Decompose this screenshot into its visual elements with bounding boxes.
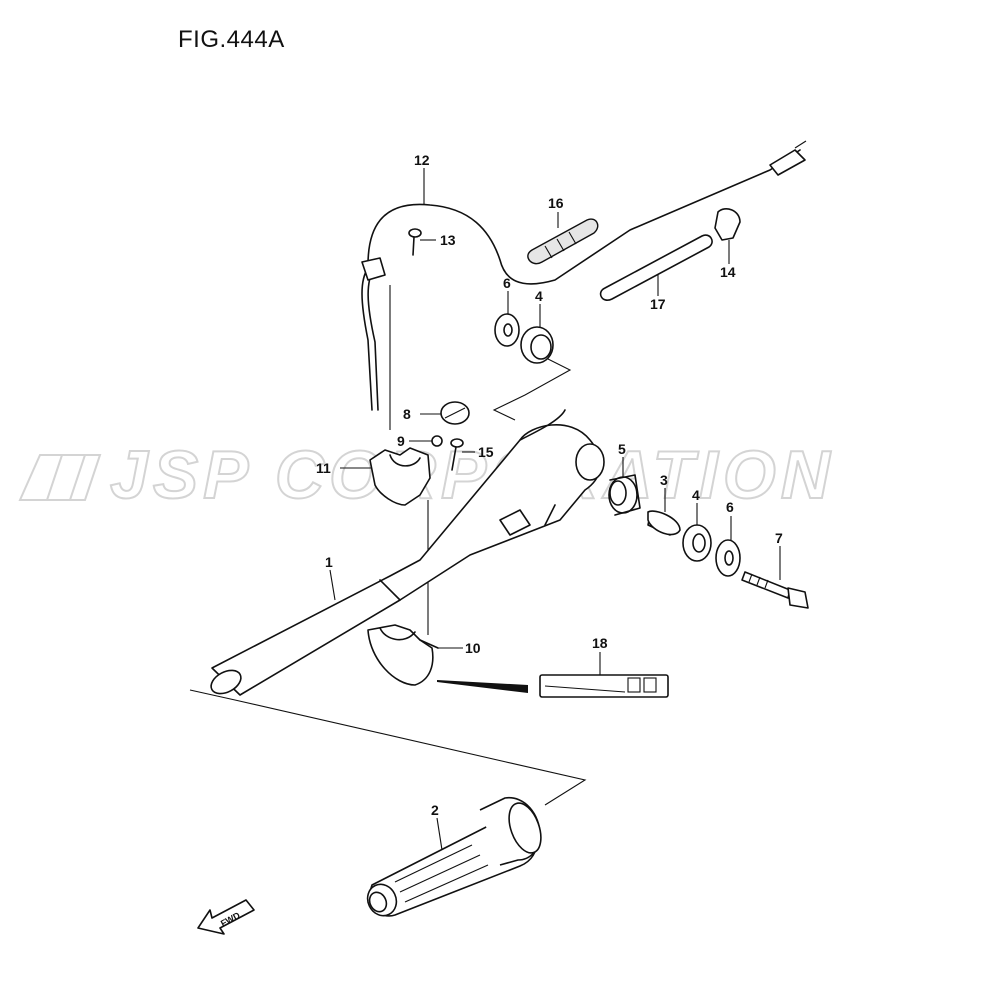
callout-17: 17 [650,296,666,312]
fwd-direction-indicator: FWD [197,899,255,935]
callout-13: 13 [440,232,456,248]
assembly-lines [189,285,587,806]
callout-15: 15 [478,444,494,460]
figure-title: FIG.444A [178,26,285,53]
clamp-10-lower [367,624,439,686]
tube-17 [599,234,713,301]
callout-6-upper: 6 [503,275,511,291]
washer-4-lower [682,524,712,562]
callout-14: 14 [720,264,736,280]
callout-16: 16 [548,195,564,211]
bushing-4-upper [520,326,554,364]
assembly-line-bushing [492,354,572,421]
washer-6-lower [715,539,741,577]
callout-4-lower: 4 [692,487,700,503]
assembly-line-grip [189,689,587,806]
leader-lines [329,168,781,851]
throttle-grip [366,797,542,917]
callout-2: 2 [431,802,439,818]
callout-8: 8 [403,406,411,422]
fwd-arrow-icon [197,899,255,935]
callout-3: 3 [660,472,668,488]
callout-1: 1 [325,554,333,570]
callout-4-upper: 4 [535,288,543,304]
callout-12: 12 [414,152,430,168]
callout-7: 7 [775,530,783,546]
callout-18: 18 [592,635,608,651]
callout-labels: 1 2 3 4 4 5 6 6 7 8 9 10 11 12 13 14 15 … [316,152,783,818]
tiller-handle [210,409,605,696]
screw-15 [450,438,464,471]
clip-14 [714,208,741,241]
screw-13 [408,228,422,256]
callout-9: 9 [397,433,405,449]
callout-6-lower: 6 [726,499,734,515]
friction-knob-8 [440,401,470,425]
bushing-5 [608,474,641,516]
watermark-logo-mark [18,454,102,501]
nut-9 [431,435,443,447]
callout-5: 5 [618,441,626,457]
cable-protector-16 [527,218,599,265]
washer-6-upper [494,313,520,347]
bolt-7 [741,571,809,609]
callout-11: 11 [316,460,331,476]
decal-18 [437,674,669,698]
callout-10: 10 [465,640,481,656]
throttle-cable-12 [361,140,807,411]
clamp-11-upper [369,447,431,506]
collar [647,510,681,536]
